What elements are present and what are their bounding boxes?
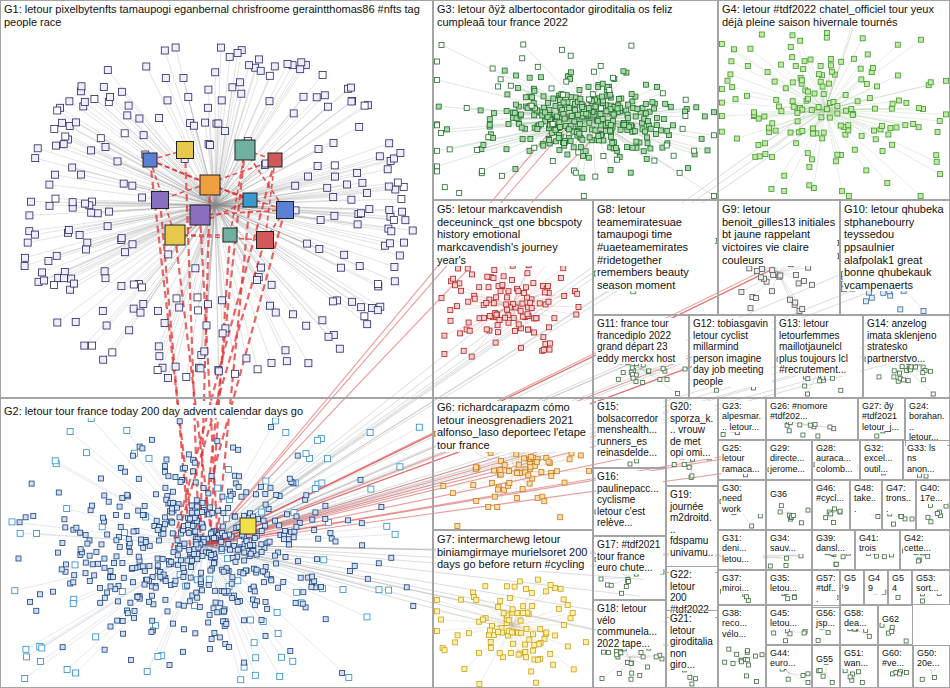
network-graph: G1: letour pixelbytenfts tamaupogi eganb… xyxy=(0,0,950,688)
